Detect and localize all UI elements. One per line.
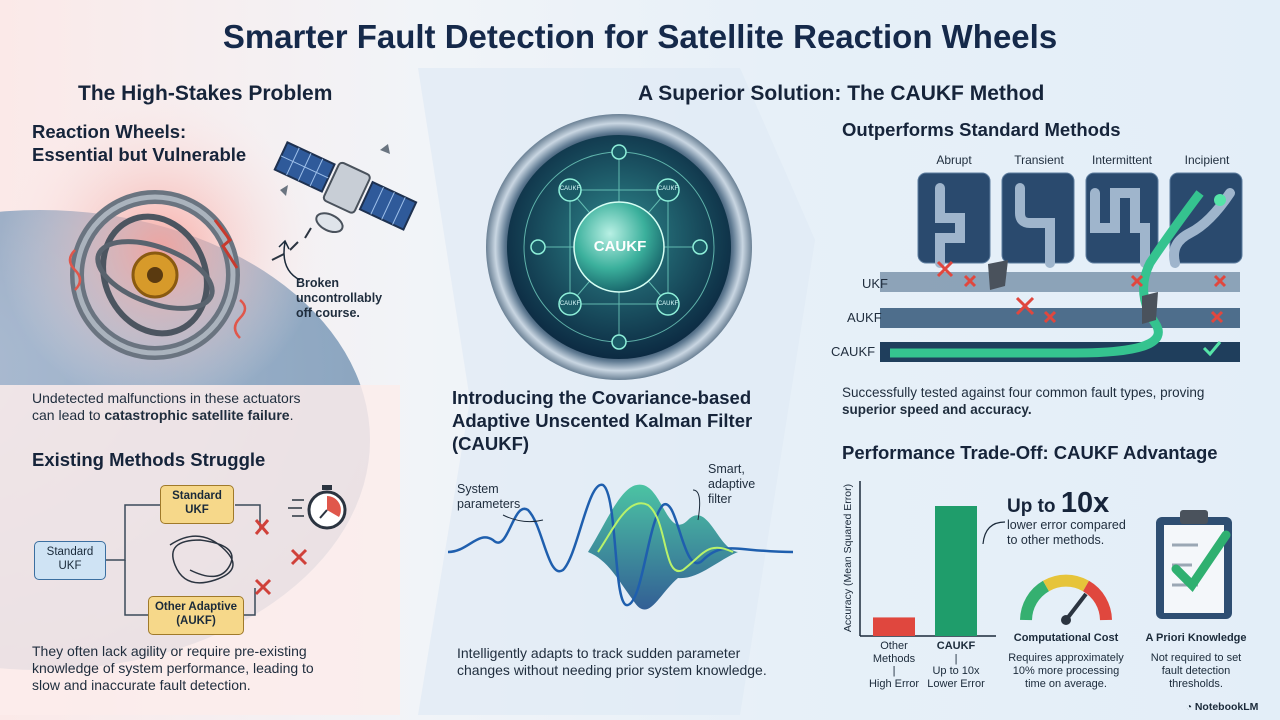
reaction-wheel-illustration: [68, 190, 247, 360]
cost-line-2: 10% more processing: [1012, 665, 1120, 677]
catastrophic-failure-text: catastrophic satellite failure: [104, 407, 290, 423]
node-label: CAUKF: [559, 301, 581, 307]
adapts-line-1: Intelligently adapts to track sudden par…: [457, 645, 741, 661]
intro-line-3: (CAUKF): [452, 433, 530, 454]
apriori-title: A Priori Knowledge: [1145, 632, 1247, 644]
adaptive-wave-illustration: [448, 483, 794, 610]
caukf-core-label: CAUKF: [593, 238, 647, 255]
method-label-caukf: CAUKF: [831, 344, 876, 359]
undetected-line-1: Undetected malfunctions in these actuato…: [32, 390, 301, 406]
gauge-icon: [1020, 574, 1112, 625]
chart-bar-other-methods: [873, 617, 915, 636]
lower-line-1: lower error compared: [1007, 518, 1126, 532]
problem-title-line-1: Reaction Wheels:: [32, 121, 187, 142]
solution-heading: A Superior Solution: The CAUKF Method: [638, 82, 1045, 105]
broken-label-line-3: off course.: [296, 306, 360, 320]
cost-title: Computational Cost: [1013, 632, 1119, 644]
apriori-line-2: fault detection: [1161, 665, 1231, 677]
fault-type-incipient: Incipient: [1184, 153, 1230, 167]
fault-type-intermittent: Intermittent: [1091, 153, 1153, 167]
standard-ukf-box-line-2: UKF: [58, 560, 82, 572]
fault-type-transient: Transient: [1014, 153, 1064, 167]
smart-label-line-1: Smart,: [708, 462, 745, 476]
clipboard-check-icon: [1156, 510, 1232, 619]
struggle-text-line-1: They often lack agility or require pre-e…: [32, 643, 307, 659]
fault-type-roads-diagram: [880, 172, 1243, 362]
other-adaptive-line-2: (AUKF): [176, 615, 216, 627]
system-label-line-1: System: [457, 482, 499, 496]
struggle-text-line-2: knowledge of system performance, leading…: [32, 660, 314, 676]
standard-ukf-yellow-line-2: UKF: [185, 504, 209, 516]
x-mark-icon: [254, 578, 272, 596]
node-label: CAUKF: [559, 186, 581, 192]
fault-type-abrupt: Abrupt: [936, 153, 972, 167]
system-label-line-2: parameters: [457, 497, 521, 511]
apriori-line-3: thresholds.: [1169, 678, 1223, 690]
standard-ukf-box-line-1: Standard: [46, 546, 94, 558]
other-adaptive-line-1: Other Adaptive: [154, 601, 237, 613]
chart-y-label: Accuracy (Mean Squared Error): [842, 484, 854, 632]
struggle-text-line-3: slow and inaccurate fault detection.: [32, 677, 251, 693]
adapts-line-2: changes without needing prior system kno…: [457, 662, 767, 678]
chart-bar-caukf: [935, 506, 977, 636]
tradeoff-heading: Performance Trade-Off: CAUKF Advantage: [842, 442, 1218, 463]
cost-line-1: Requires approximately: [1008, 652, 1124, 664]
tested-line-2: superior speed and accuracy.: [842, 402, 1032, 417]
accuracy-bar-chart: Accuracy (Mean Squared Error): [842, 481, 996, 637]
x-mark-icon: [254, 519, 270, 535]
notebooklm-logo: ◔ NotebookLM: [1186, 701, 1259, 713]
existing-methods-diagram: [106, 485, 347, 616]
apriori-line-1: Not required to set: [1150, 652, 1242, 664]
broken-label-line-2: uncontrollably: [296, 291, 383, 305]
lower-line-2: to other methods.: [1007, 533, 1105, 547]
node-label: CAUKF: [657, 301, 679, 307]
broken-label-line-1: Broken: [296, 276, 340, 290]
broken-satellite-illustration: [271, 141, 418, 261]
smart-label-line-3: filter: [708, 492, 732, 506]
page-title: Smarter Fault Detection for Satellite Re…: [222, 18, 1058, 55]
struggle-heading: Existing Methods Struggle: [32, 449, 266, 470]
standard-ukf-yellow-line-1: Standard: [172, 490, 222, 502]
intro-line-2: Adaptive Unscented Kalman Filter: [452, 410, 753, 431]
stopwatch-icon: [288, 485, 347, 530]
notebooklm-icon: ◔: [1186, 702, 1195, 713]
problem-heading: The High-Stakes Problem: [78, 82, 333, 105]
caukf-core-illustration: [486, 114, 752, 380]
outperforms-heading: Outperforms Standard Methods: [842, 119, 1121, 140]
callout-arrow-icon: [982, 521, 1006, 545]
ten-x-headline: Up to 10x: [1007, 487, 1110, 519]
method-label-ukf: UKF: [862, 276, 888, 291]
cost-line-3: time on average.: [1025, 678, 1107, 690]
problem-title-line-2: Essential but Vulnerable: [32, 144, 247, 165]
arrow-icon: [278, 239, 301, 281]
undetected-line-2: can lead to catastrophic satellite failu…: [32, 407, 294, 423]
intro-line-1: Introducing the Covariance-based: [452, 387, 752, 408]
tested-line-1: Successfully tested against four common …: [842, 385, 1205, 400]
smart-label-line-2: adaptive: [708, 477, 756, 491]
method-label-aukf: AUKF: [847, 310, 882, 325]
x-mark-icon: [290, 548, 308, 566]
node-label: CAUKF: [657, 186, 679, 192]
